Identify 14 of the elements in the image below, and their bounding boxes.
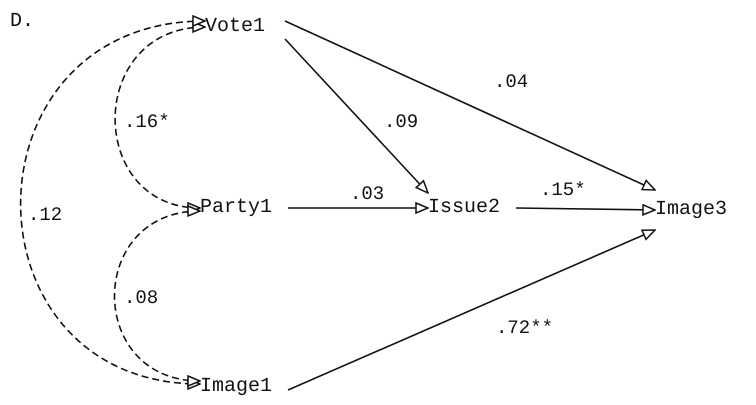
variable-label: Image3: [655, 200, 728, 220]
arrow: [284, 38, 429, 194]
arrow: [288, 229, 656, 391]
curved-arrow: [20, 16, 206, 388]
arrow: [284, 20, 656, 191]
variable-label: Party1: [200, 198, 272, 218]
panel-label: D.: [10, 10, 34, 33]
variable-label: Issue2: [428, 198, 500, 218]
arrow: [288, 202, 429, 214]
arrow: [516, 204, 656, 216]
variable-label: Vote1: [205, 17, 266, 37]
curved-arrow: [114, 22, 206, 212]
variable-label: Image1: [200, 377, 272, 397]
curved-arrow: [114, 206, 201, 386]
